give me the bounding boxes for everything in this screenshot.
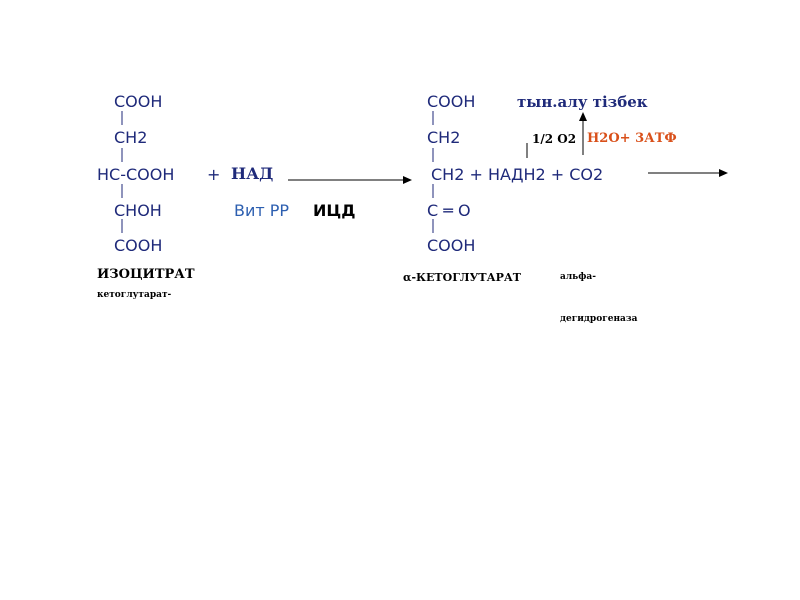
vitamin-label: Вит РР — [234, 201, 290, 220]
kg-products-line: CH2 + НАДН2 + CO2 — [431, 165, 604, 184]
isocitrate-ch2: CH2 — [114, 128, 148, 147]
kg-carbonyl: C ═ O — [427, 201, 471, 220]
kg-cooh-bottom: COOH — [427, 236, 476, 255]
next-enzyme-part3: дегидрогеназа — [560, 314, 638, 324]
reaction-arrowhead-2 — [719, 169, 728, 177]
kg-cooh-top: COOH — [427, 92, 476, 111]
isocitrate-cooh-top: COOH — [114, 92, 163, 111]
next-enzyme-part1: альфа- — [560, 272, 596, 282]
reaction-arrowhead-1 — [403, 176, 412, 184]
isocitrate-hc-cooh: HC-COOH — [97, 165, 175, 184]
isocitrate-name: ИЗОЦИТРАТ — [97, 267, 195, 282]
enzyme-name: ИЦД — [313, 201, 356, 220]
nad-label: НАД — [231, 164, 274, 183]
resp-chain-label: тын.алу тізбек — [517, 93, 648, 111]
resp-products-label: H2O+ 3АТФ — [587, 131, 677, 146]
kg-name: α-КЕТОГЛУТАРАТ — [403, 271, 521, 284]
oxygen-label: 1/2 O2 — [532, 132, 577, 146]
next-enzyme-part2: кетоглутарат- — [97, 290, 172, 300]
resp-up-arrowhead — [579, 112, 587, 121]
kg-ch2: CH2 — [427, 128, 461, 147]
isocitrate-choh: CHOH — [114, 201, 162, 220]
isocitrate-cooh-bottom: COOH — [114, 236, 163, 255]
plus-sign: + — [207, 165, 221, 184]
